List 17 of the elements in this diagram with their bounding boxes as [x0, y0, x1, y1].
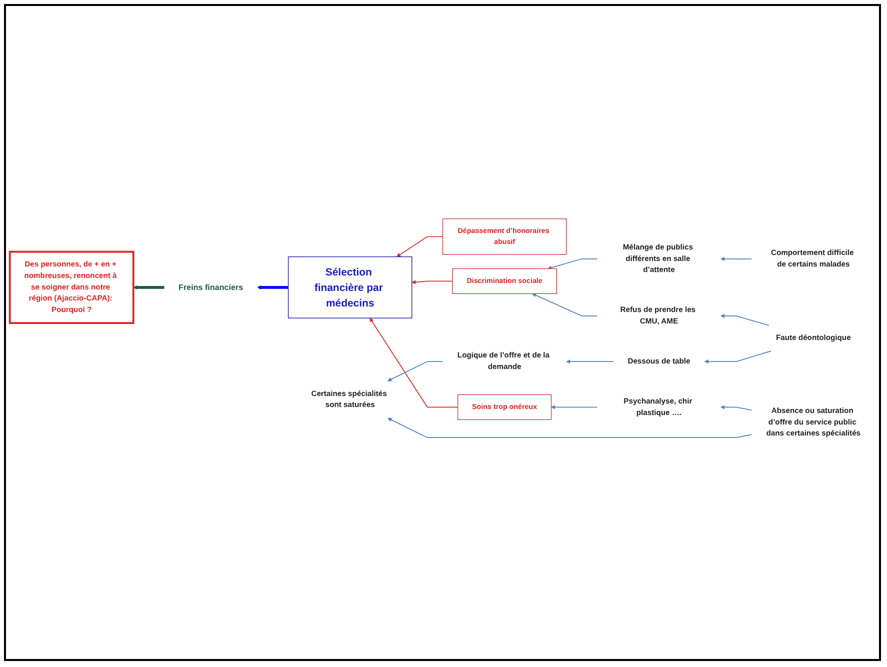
- arrow: [412, 280, 453, 284]
- arrow: [548, 258, 598, 270]
- arrow: [551, 404, 598, 410]
- text-box: Sélection financière par médecins: [288, 256, 412, 318]
- arrow: [388, 360, 444, 382]
- arrow: [566, 359, 614, 364]
- text-label: Freins financiers: [178, 282, 244, 292]
- arrow: [133, 285, 164, 290]
- arrow: [396, 236, 444, 257]
- arrow: [257, 285, 288, 290]
- arrow: [388, 418, 752, 438]
- arrow: [720, 314, 770, 326]
- arrow: [704, 350, 772, 364]
- arrow: [532, 293, 598, 316]
- arrow: [720, 404, 752, 410]
- arrow: [370, 318, 458, 408]
- arrow: [720, 256, 752, 261]
